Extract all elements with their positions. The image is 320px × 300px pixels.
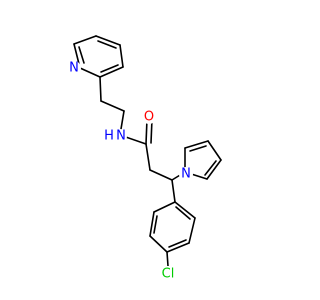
atom-o-carbonyl: O: [142, 110, 156, 125]
bond: [207, 140, 222, 161]
bond: [174, 201, 196, 219]
bond: [79, 67, 101, 78]
bond: [99, 76, 102, 102]
bond-double: [204, 160, 217, 176]
molecule-structure: N H N O N Cl: [67, 35, 222, 282]
atom-label: N: [116, 129, 126, 144]
atom-n-pyridine: N: [67, 61, 81, 76]
atom-label: Cl: [162, 267, 175, 282]
bond: [100, 100, 125, 112]
bond: [95, 35, 121, 46]
bond-double: [153, 215, 158, 234]
bond: [166, 242, 190, 253]
molecule-canvas: N H N O N Cl: [67, 35, 222, 282]
bond: [184, 140, 209, 149]
atom-cl: Cl: [158, 266, 180, 282]
atom-label: O: [144, 110, 154, 125]
bond: [166, 251, 169, 267]
atom-nh-amide: H N: [103, 129, 127, 144]
bond-double: [189, 145, 207, 152]
bond: [99, 66, 124, 78]
atom-label: N: [181, 167, 191, 182]
bond: [145, 143, 151, 171]
bond: [206, 159, 222, 180]
pyridine-ring: [73, 35, 124, 78]
bond-double: [78, 46, 85, 64]
atom-n-pyrrole: N: [179, 167, 193, 182]
bond-double: [168, 239, 187, 248]
chlorophenyl-ring: [149, 201, 196, 253]
bond-double: [97, 40, 117, 49]
bond: [119, 44, 124, 68]
bond: [188, 217, 196, 244]
bond: [73, 35, 97, 45]
bond: [149, 211, 155, 237]
bond-double: [175, 206, 191, 220]
bond: [149, 169, 173, 181]
atom-label: H: [104, 129, 114, 144]
bond-double: [100, 64, 119, 73]
bond: [149, 235, 168, 253]
bond: [153, 201, 176, 213]
bond: [171, 179, 176, 203]
atom-label: N: [69, 61, 79, 76]
